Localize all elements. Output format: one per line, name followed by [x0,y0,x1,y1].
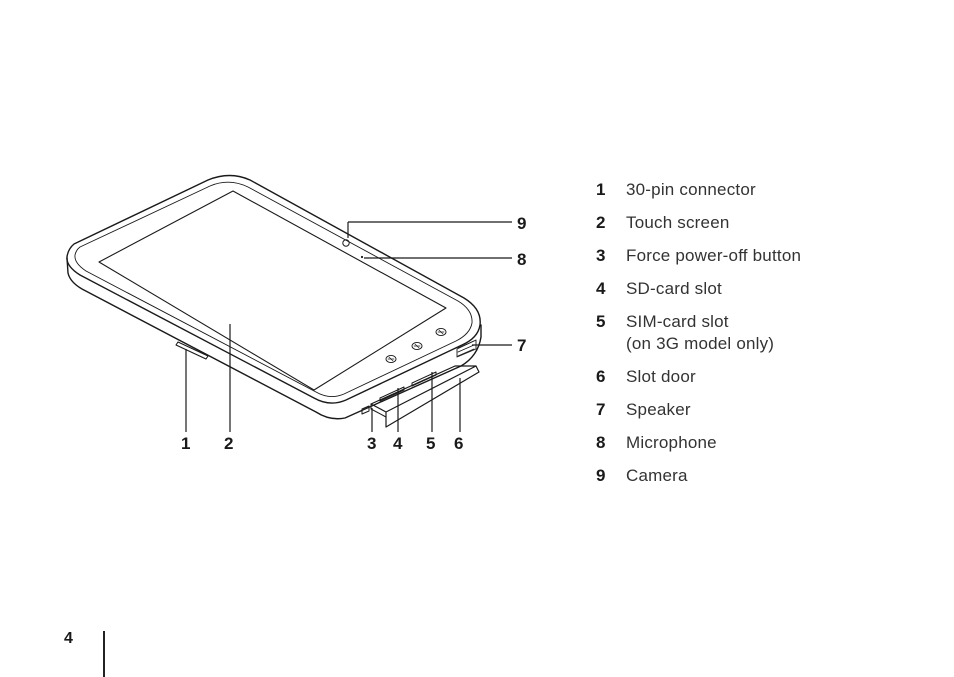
touch-screen [98,190,447,391]
callout-8: 8 [517,250,526,269]
callout-1: 1 [181,434,190,453]
legend-label-line: Speaker [626,400,691,419]
legend-label: Speaker [626,399,691,421]
legend-label: Touch screen [626,212,730,234]
connector-30-pin [175,341,209,360]
callout-3: 3 [367,434,376,453]
callout-2: 2 [224,434,233,453]
legend-label: 30-pin connector [626,179,756,201]
legend-item: 4 SD-card slot [596,278,936,300]
legend-label-line: SIM-card slot [626,312,729,331]
legend-number: 6 [596,367,606,386]
back-button-icon [435,327,447,337]
callout-numbers: 1 2 3 4 5 6 7 8 9 [181,214,526,453]
legend-label: Camera [626,465,688,487]
legend-item: 7 Speaker [596,399,936,421]
legend-label: Microphone [626,432,717,454]
tablet-bezel-line [74,181,473,397]
legend-item: 6 Slot door [596,366,936,388]
legend-label: Force power-off button [626,245,801,267]
menu-button-icon [411,341,423,351]
callout-4: 4 [393,434,403,453]
power-off-button [361,405,370,415]
legend-label: SIM-card slot (on 3G model only) [626,311,774,355]
legend-item: 3 Force power-off button [596,245,936,267]
tablet-outer-face [66,174,481,404]
legend-number: 7 [596,400,606,419]
legend-item: 1 30-pin connector [596,179,936,201]
legend-label-line: Touch screen [626,213,730,232]
legend-label: Slot door [626,366,696,388]
nav-buttons [385,327,447,364]
legend-label-line: Camera [626,466,688,485]
legend-number: 9 [596,466,606,485]
legend-label-line: (on 3G model only) [626,334,775,353]
page-divider [103,631,105,677]
legend-number: 3 [596,246,606,265]
legend-number: 1 [596,180,606,199]
tablet-body [66,174,482,428]
legend-label-line: Microphone [626,433,717,452]
home-button-icon [385,354,397,364]
leader-lines [185,221,512,432]
legend-item: 2 Touch screen [596,212,936,234]
legend-number: 8 [596,433,606,452]
legend-number: 5 [596,312,606,331]
legend-label-line: SD-card slot [626,279,722,298]
legend-item: 8 Microphone [596,432,936,454]
speaker-grille [456,339,477,358]
callout-5: 5 [426,434,435,453]
slot-door [370,365,480,428]
page-number: 4 [64,630,73,647]
legend-number: 4 [596,279,606,298]
legend-label: SD-card slot [626,278,722,300]
legend-item: 9 Camera [596,465,936,487]
slot-door-edge [370,403,387,418]
card-slots [361,371,437,415]
tablet-side-edge [66,257,482,420]
camera-lens [342,239,350,247]
callout-7: 7 [517,336,526,355]
legend-item: 5 SIM-card slot (on 3G model only) [596,311,936,355]
microphone-hole [360,255,364,259]
legend-number: 2 [596,213,606,232]
legend-label-line: Slot door [626,367,696,386]
callout-6: 6 [454,434,463,453]
legend-label-line: Force power-off button [626,246,802,265]
callout-9: 9 [517,214,526,233]
component-legend: 1 30-pin connector 2 Touch screen 3 Forc… [596,179,936,498]
legend-label-line: 30-pin connector [626,180,756,199]
